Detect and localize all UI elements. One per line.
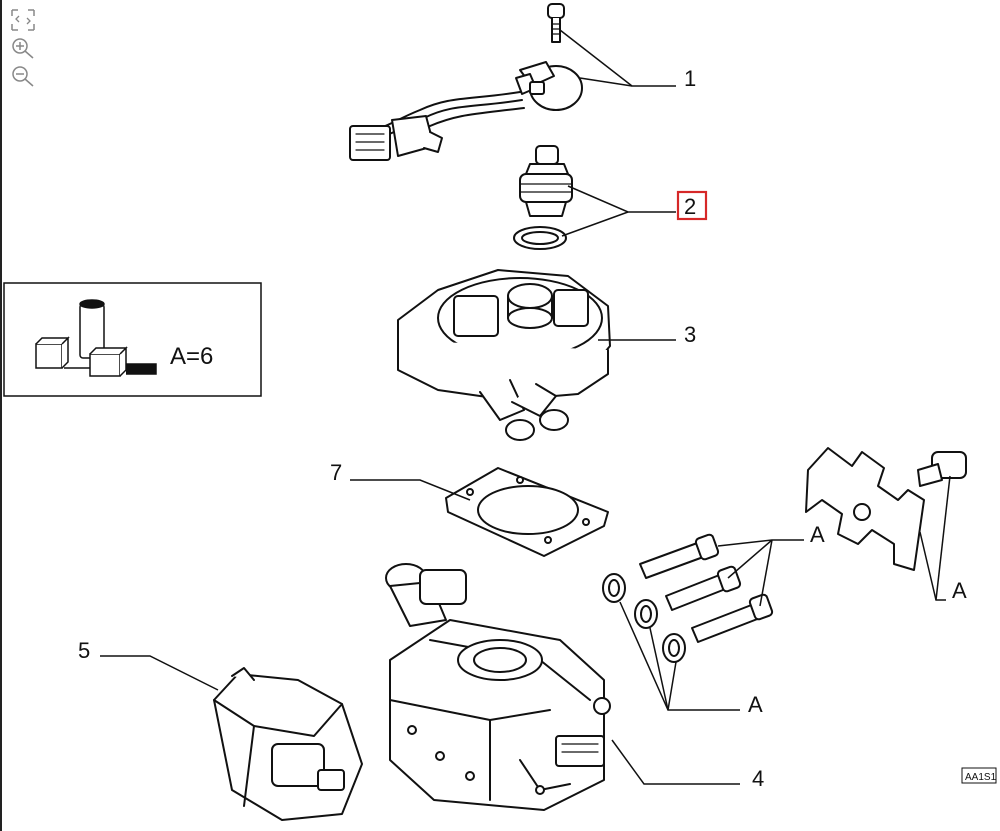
legend-icon [35,299,157,377]
reference-code-box: AA1S1 [961,767,997,784]
legend-text: A=6 [170,343,213,370]
part-4-throttle-body[interactable] [385,563,611,811]
leader-lines [100,29,951,785]
part-7-gasket[interactable] [445,467,609,557]
callout-a-washers[interactable]: A [748,692,763,717]
part-5-module[interactable] [213,667,363,821]
part-3-upper-housing[interactable] [397,269,611,441]
part-2-injector[interactable] [513,145,573,250]
bolt-1[interactable] [639,533,720,579]
zoom-in-icon [12,38,34,59]
callout-2[interactable]: 2 [684,194,696,219]
callout-7[interactable]: 7 [330,460,342,485]
zoom-in-button[interactable] [10,36,36,60]
reference-code: AA1S1 [965,772,997,783]
callout-5[interactable]: 5 [78,638,90,663]
legend-box: A=6 [3,282,262,397]
callout-a-bracket[interactable]: A [952,578,967,603]
fit-view-icon [11,9,35,31]
callout-3[interactable]: 3 [684,322,696,347]
left-border [0,0,2,831]
callout-4[interactable]: 4 [752,766,764,791]
bolt-3[interactable] [691,593,774,643]
fit-view-button[interactable] [10,8,36,32]
bolt-set[interactable] [602,533,774,663]
callout-1[interactable]: 1 [684,66,696,91]
part-1-sensor-harness[interactable] [349,3,583,161]
zoom-out-button[interactable] [10,64,36,88]
zoom-out-icon [12,66,34,87]
highlight-box [676,190,708,221]
bolt-2[interactable] [665,565,742,611]
callout-a-bolts[interactable]: A [810,522,825,547]
bracket[interactable] [805,447,967,571]
